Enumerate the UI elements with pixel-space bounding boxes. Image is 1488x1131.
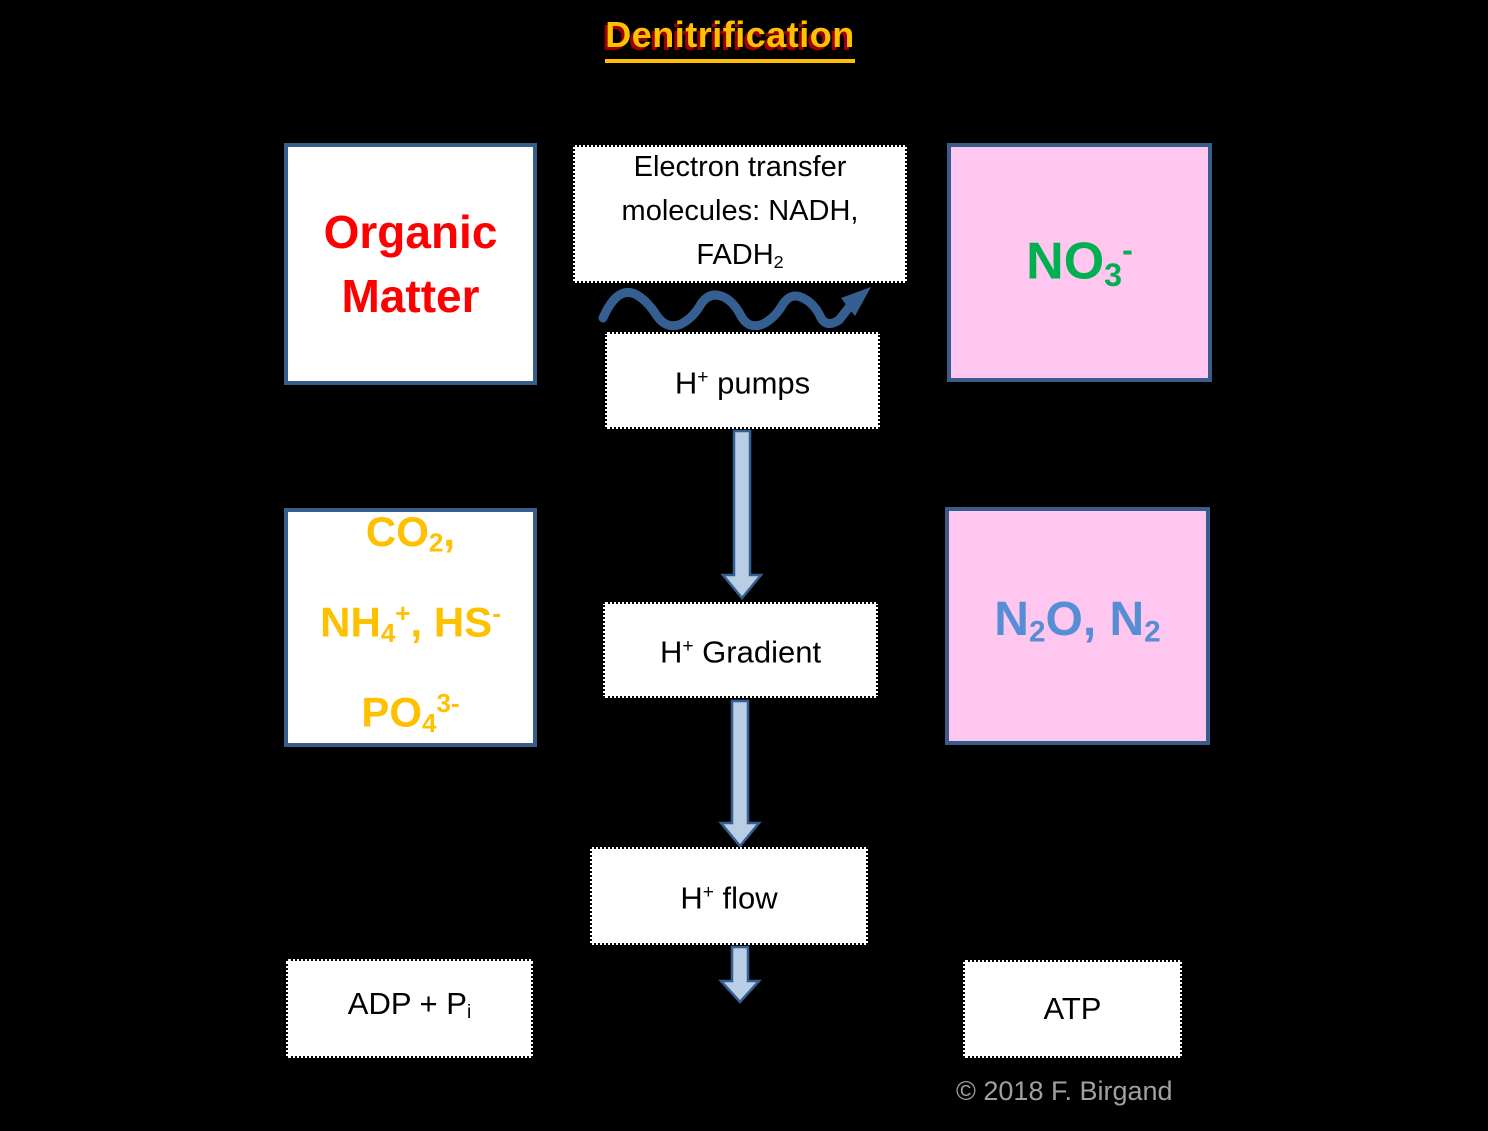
h-flow-label: H+ flow: [680, 880, 778, 916]
down-arrow-2-icon: [718, 699, 762, 848]
atp-box: ATP: [963, 960, 1182, 1058]
down-arrow-1-icon: [720, 429, 764, 600]
atp-label: ATP: [1043, 991, 1102, 1026]
organic-matter-line-2: Matter: [341, 270, 480, 322]
nutrients-line-1: CO2,: [365, 508, 456, 558]
h-pumps-box: H+ pumps: [605, 332, 880, 429]
adp-box: ADP + Pi: [286, 959, 533, 1058]
diagram-title: Denitrification: [605, 14, 855, 63]
h-gradient-box: H+ Gradient: [603, 602, 878, 698]
wavy-electron-arrow-icon: [598, 287, 871, 331]
nitrate-box: NO3-: [947, 143, 1212, 382]
nitrogen-gases-box: N2O, N2: [945, 507, 1210, 745]
electron-transfer-box: Electron transfer molecules: NADH, FADH2: [573, 145, 907, 283]
h-gradient-label: H+ Gradient: [659, 634, 822, 670]
adp-label: ADP + Pi: [347, 985, 472, 1024]
nitrogen-gases-label: N2O, N2: [994, 592, 1161, 649]
electron-transfer-line-3: FADH2: [696, 238, 784, 272]
h-pumps-label: H+ pumps: [674, 365, 811, 401]
down-arrow-3-icon: [718, 945, 762, 1004]
organic-matter-line-1: Organic: [323, 206, 498, 258]
organic-matter-box: Organic Matter: [284, 143, 537, 385]
h-flow-box: H+ flow: [590, 847, 868, 945]
mineralized-nutrients-box: CO2, NH4+, HS- PO43-: [284, 508, 537, 747]
diagram-title-wrap: Denitrification: [540, 14, 920, 63]
electron-transfer-line-2: molecules: NADH,: [621, 194, 859, 227]
copyright-text: © 2018 F. Birgand: [956, 1076, 1173, 1106]
nutrients-line-2: NH4+, HS-: [320, 597, 501, 648]
nutrients-line-3: PO43-: [361, 687, 460, 738]
electron-transfer-line-1: Electron transfer: [633, 150, 847, 183]
nitrate-label: NO3-: [1026, 232, 1133, 293]
